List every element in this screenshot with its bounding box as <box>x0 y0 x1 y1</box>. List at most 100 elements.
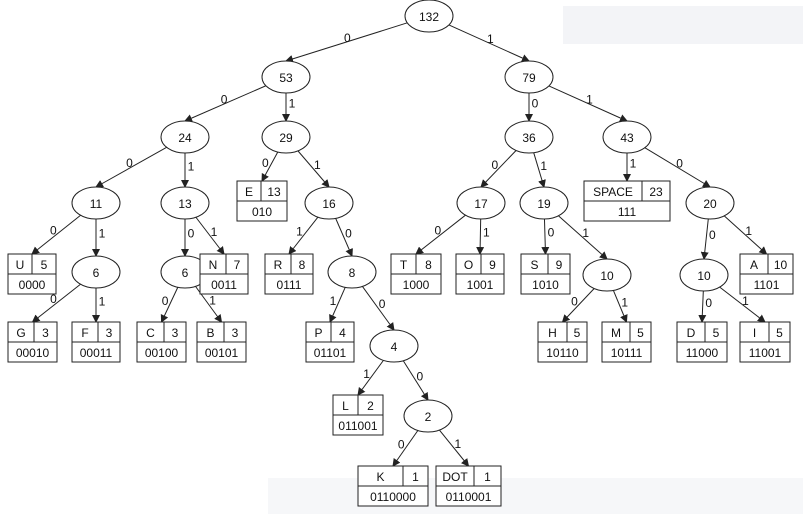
leaf-count: 9 <box>556 258 563 272</box>
node-weight-label: 6 <box>93 266 100 280</box>
leaf-symbol: O <box>464 258 473 272</box>
node-weight-label: 10 <box>697 269 711 283</box>
tree-node-n36: 36 <box>504 120 554 154</box>
tree-node-n19: 19 <box>519 186 569 220</box>
tree-node-n10a: 10 <box>582 258 632 292</box>
leaf-code: 1000 <box>403 278 430 292</box>
leaf-code: 0000 <box>19 278 46 292</box>
leaf-symbol: B <box>206 326 214 340</box>
edge-label-n10b-D: 0 <box>705 296 712 310</box>
leaf-code: 10111 <box>611 346 643 360</box>
node-weight-label: 13 <box>178 197 192 211</box>
edge-label-n11-U: 0 <box>50 224 57 238</box>
leaf-symbol: H <box>548 326 557 340</box>
edge-n53-n24 <box>184 85 267 122</box>
node-weight-label: 8 <box>349 266 356 280</box>
tree-node-n17: 17 <box>456 186 506 220</box>
edge-label-n79-n36: 0 <box>532 97 539 111</box>
leaf-count: 8 <box>299 258 306 272</box>
node-weight-label: 11 <box>90 197 103 211</box>
leaf-code: 01101 <box>314 346 347 360</box>
leaf-count: 7 <box>234 258 241 272</box>
edge-n29-E <box>261 151 279 182</box>
edge-n19-n10a <box>558 215 608 260</box>
tree-node-n43: 43 <box>602 120 652 154</box>
node-weight-label: 132 <box>419 10 439 24</box>
edge-label-n8-n4: 0 <box>379 297 386 311</box>
edge-label-n36-n19: 1 <box>540 159 547 173</box>
leaf-code: 0110000 <box>370 490 416 504</box>
node-weight-label: 19 <box>537 197 551 211</box>
node-weight-label: 16 <box>322 197 336 211</box>
leaf-code: 1001 <box>467 278 494 292</box>
edge-label-n43-SPACE: 1 <box>630 157 637 171</box>
leaf-symbol: F <box>81 326 88 340</box>
node-weight-label: 20 <box>703 197 717 211</box>
edge-n4-n2 <box>402 360 429 401</box>
leaf-code: 011001 <box>338 419 377 433</box>
tree-node-n10b: 10 <box>679 258 729 292</box>
leaf-code: 11000 <box>686 346 719 360</box>
edge-n20-A <box>723 215 768 255</box>
leaf-count: 8 <box>425 258 432 272</box>
edge-n10a-M <box>612 290 628 323</box>
edge-n29-n16 <box>297 150 330 188</box>
edge-label-n13-n6b: 0 <box>188 227 195 241</box>
edge-label-n29-E: 0 <box>262 156 269 170</box>
edge-n8-n4 <box>362 286 395 331</box>
edge-label-n17-T: 0 <box>434 224 441 238</box>
edge-label-n16-n8: 0 <box>345 226 352 240</box>
leaf-count: 2 <box>367 399 374 413</box>
leaf-count: 3 <box>232 326 239 340</box>
edge-n17-T <box>415 214 466 255</box>
leaf-p: P 4 01101 <box>305 321 355 363</box>
leaf-count: 10 <box>774 258 788 272</box>
leaf-count: 3 <box>172 326 179 340</box>
edge-n4-L <box>357 360 384 396</box>
tree-node-n53: 53 <box>261 60 311 94</box>
leaf-symbol: P <box>314 326 322 340</box>
edge-n36-n17 <box>480 150 517 188</box>
edge-label-n6a-G: 0 <box>50 292 57 306</box>
edge-label-n19-n10a: 1 <box>582 226 589 240</box>
edge-label-n2-K: 0 <box>398 437 405 451</box>
leaf-count: 3 <box>106 326 113 340</box>
edge-n79-n43 <box>548 85 628 122</box>
leaf-count: 1 <box>412 470 419 484</box>
tree-node-n8: 8 <box>327 255 377 289</box>
leaf-count: 9 <box>489 258 496 272</box>
edge-label-n10a-H: 0 <box>571 295 578 309</box>
leaf-symbol: G <box>16 326 25 340</box>
node-weight-label: 36 <box>522 131 536 145</box>
edge-label-n10b-I: 1 <box>742 294 749 308</box>
edge-n11-U <box>31 214 81 255</box>
edge-label-n24-n13: 1 <box>188 159 195 173</box>
leaf-symbol: A <box>750 258 758 272</box>
tree-node-n16: 16 <box>304 186 354 220</box>
edge-label-n6b-B: 1 <box>209 293 216 307</box>
leaf-count: 5 <box>776 326 783 340</box>
edge-label-n19-S: 0 <box>548 226 555 240</box>
edge-label-n13-N: 1 <box>211 225 218 239</box>
leaf-code: 0111 <box>277 278 302 292</box>
leaf-code: 10110 <box>546 346 579 360</box>
edge-label-n10a-M: 1 <box>621 296 628 310</box>
leaf-count: 4 <box>339 326 346 340</box>
edge-label-n6b-C: 0 <box>162 294 169 308</box>
edge-label-n29-n16: 1 <box>314 158 321 172</box>
edge-n2-DOT <box>439 429 470 467</box>
leaf-symbol: S <box>530 258 538 272</box>
leaf-symbol: E <box>245 185 253 199</box>
